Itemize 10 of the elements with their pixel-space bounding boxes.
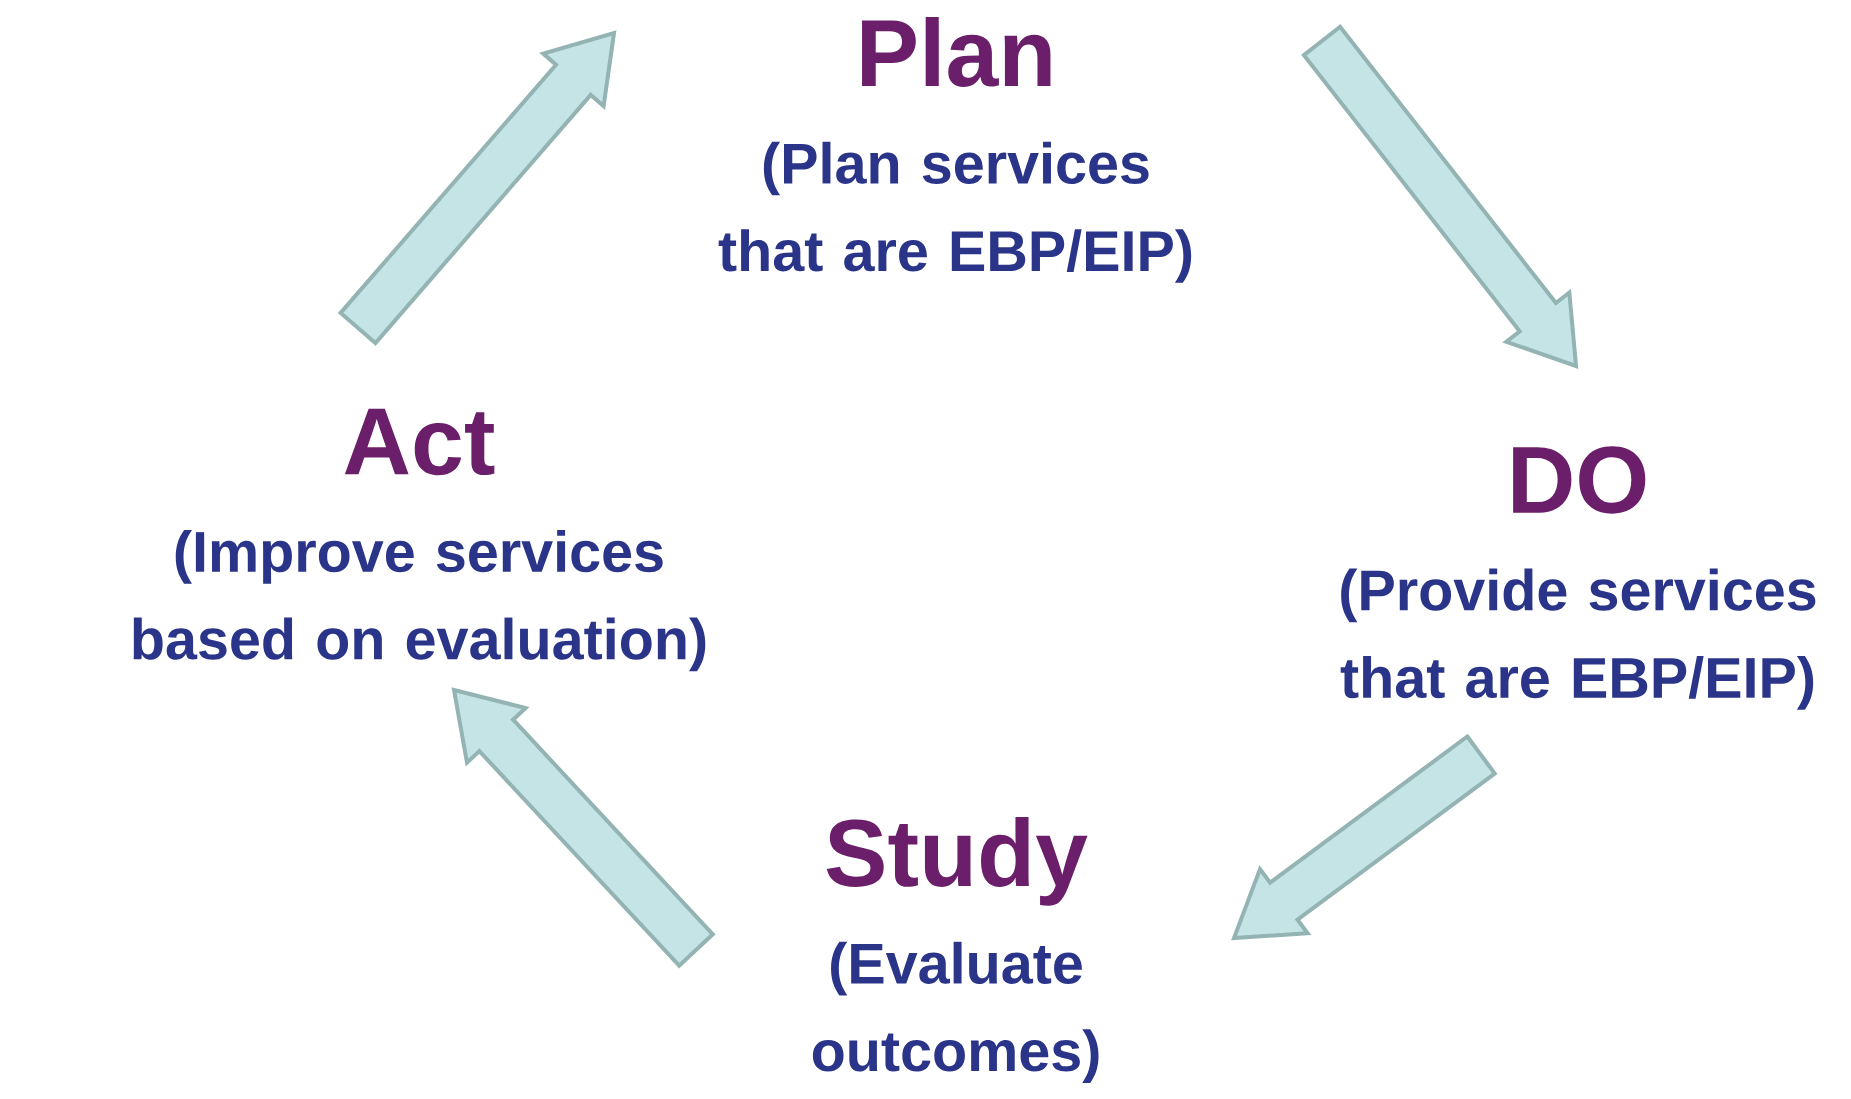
step-description: (Provide services that are EBP/EIP) bbox=[1340, 568, 1816, 710]
step-heading: DO bbox=[1513, 446, 1646, 514]
block-arrow bbox=[337, 30, 617, 346]
step-heading: Plan bbox=[862, 17, 1051, 87]
step-heading: Act bbox=[344, 408, 495, 476]
block-arrow bbox=[1301, 24, 1579, 369]
step-heading: Study bbox=[826, 817, 1088, 906]
step-description: (Evaluate outcomes) bbox=[812, 941, 1099, 1083]
step-description: (Plan services that are EBP/EIP) bbox=[718, 141, 1192, 283]
step-description: (Improve services based on evaluation) bbox=[133, 530, 706, 672]
